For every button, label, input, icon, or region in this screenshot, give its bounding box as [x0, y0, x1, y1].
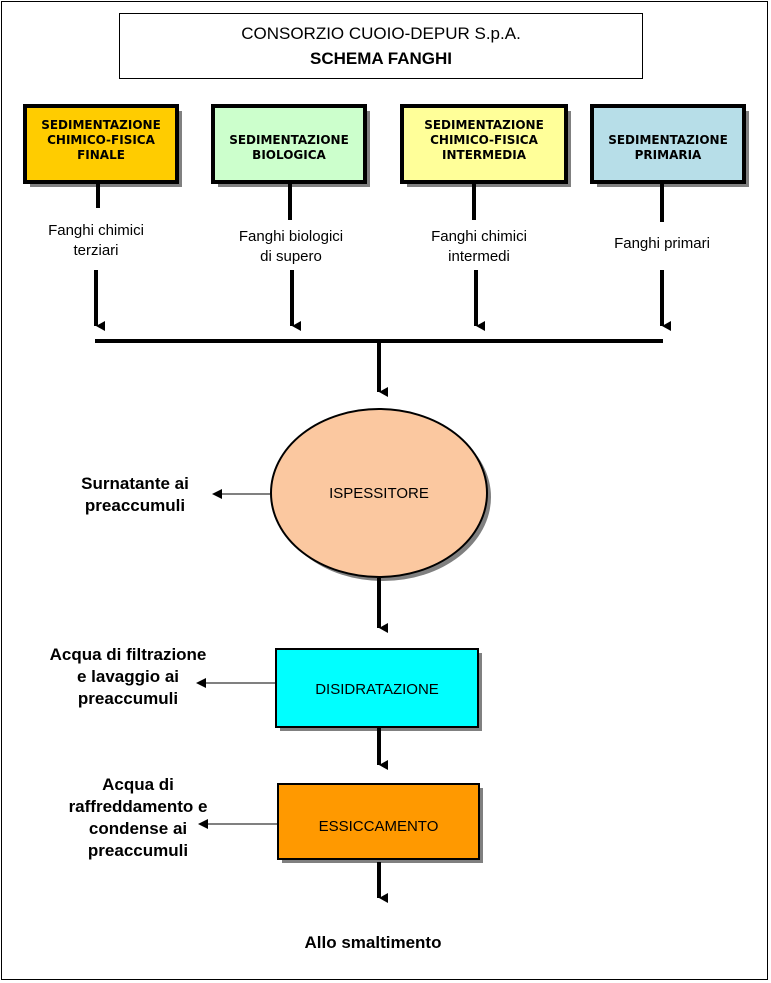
drying-node — [277, 783, 483, 863]
dewatering-label: DISIDRATAZIONE — [315, 681, 439, 698]
source-label-2: SEDIMENTAZIONE BIOLOGICA — [229, 133, 349, 162]
source-box-4 — [590, 104, 749, 187]
source-label-4: SEDIMENTAZIONE PRIMARIA — [608, 133, 728, 162]
final-output-label: Allo smaltimento — [304, 933, 442, 952]
side-output-dewatering: Acqua di filtrazione e lavaggio ai preac… — [49, 645, 207, 708]
source-label-3: SEDIMENTAZIONE CHIMICO-FISICA INTERMEDIA — [424, 118, 544, 162]
title-scheme: SCHEMA FANGHI — [310, 49, 452, 68]
side-output-thickener: Surnatante ai preaccumuli — [81, 474, 189, 515]
arrow-side-drying — [198, 819, 278, 829]
title-box: CONSORZIO CUOIO-DEPUR S.p.A. SCHEMA FANG… — [119, 13, 643, 79]
dewatering-node — [275, 648, 482, 731]
thickener-node — [270, 408, 491, 581]
source-box-3 — [400, 104, 571, 187]
source-box-2 — [211, 104, 370, 187]
title-company: CONSORZIO CUOIO-DEPUR S.p.A. — [241, 24, 521, 43]
drying-label: ESSICCAMENTO — [318, 818, 439, 835]
sludge-label-3: Fanghi chimici intermedi — [431, 228, 527, 265]
sludge-label-1: Fanghi chimici terziari — [48, 222, 144, 259]
source-box-1 — [23, 104, 182, 187]
sludge-label-2: Fanghi biologici di supero — [238, 228, 344, 265]
arrow-side-dewatering — [196, 678, 276, 688]
sludge-label-4: Fanghi primari — [614, 235, 710, 252]
arrow-side-thickener — [212, 489, 270, 499]
side-output-drying: Acqua di raffreddamento e condense ai pr… — [68, 775, 208, 860]
thickener-label: ISPESSITORE — [329, 485, 429, 502]
source-label-1: SEDIMENTAZIONE CHIMICO-FISICA FINALE — [41, 118, 161, 162]
